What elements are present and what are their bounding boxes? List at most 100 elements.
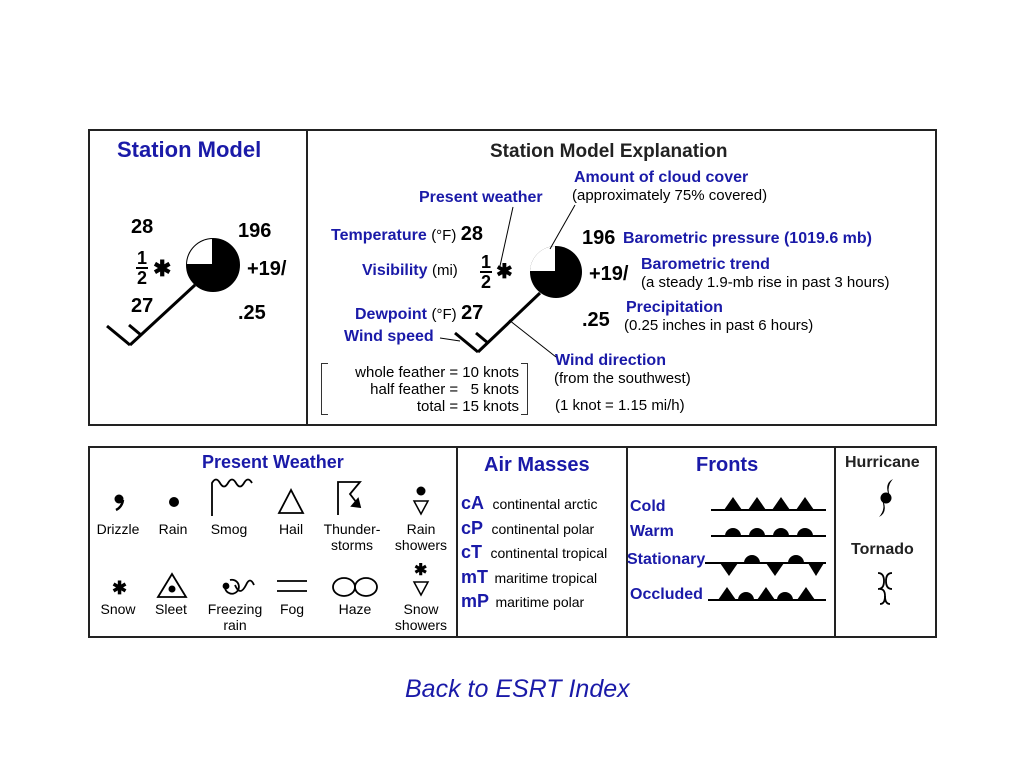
air-mass-code: mP [461,591,490,611]
trend-label: Barometric trend [641,256,770,273]
station-visibility: 1 2 [135,248,149,287]
front-warm-label: Warm [630,523,674,540]
hurricane-label: Hurricane [845,454,920,471]
temperature-value: 28 [460,223,484,245]
snow-showers-flake-icon: ✱ [414,562,428,579]
trend-value: +19/ [589,263,629,285]
air-mass-cT: cT continental tropical [461,543,607,562]
air-mass-name: continental polar [491,521,595,537]
hail-icon [277,488,305,514]
divider-storms [834,446,836,638]
station-model-panel [88,129,937,426]
tornado-icon [877,572,893,605]
haze-icon [332,577,378,597]
panel-divider [306,129,308,426]
temperature-label: Temperature [331,227,427,244]
wind-direction-label: Wind direction [555,352,666,369]
freezing-rain-label: Freezing rain [207,601,263,633]
divider-fronts [626,446,628,638]
rain-showers-label: Rain showers [394,521,448,553]
feather-legend: whole feather = 10 knots half feather = … [321,363,528,415]
stationary-front-icon [705,555,826,576]
smog-icon [211,478,253,516]
warm-front-icon [711,528,826,537]
air-mass-code: cT [461,542,483,562]
snow-icon: ✱ [112,578,128,598]
station-trend: +19/ [247,258,287,280]
dewpoint-label: Dewpoint [355,306,427,323]
visibility-unit: (mi) [431,262,458,279]
air-mass-cA: cA continental arctic [461,494,598,513]
snow-icon: ✱ [496,261,513,283]
snow-showers-label: Snow showers [394,601,448,633]
air-mass-cP: cP continental polar [461,519,594,538]
front-cold-label: Cold [630,498,666,515]
feather-whole: whole feather = 10 knots [355,364,519,381]
snow-label: Snow [100,601,136,617]
air-mass-mT: mT maritime tropical [461,568,597,587]
explanation-visibility-value: 1 2 [479,252,493,291]
thunderstorm-icon [337,481,362,515]
station-pressure: 196 [238,220,272,242]
cloud-cover-note: (approximately 75% covered) [572,187,768,204]
air-mass-code: cA [461,493,485,513]
symbols-panel [88,446,937,638]
visibility-label: Visibility [362,262,428,279]
fronts-title: Fronts [696,454,759,476]
dewpoint-row: Dewpoint (°F) 27 [355,303,483,323]
back-to-esrt-index-link[interactable]: Back to ESRT Index [405,675,630,703]
air-mass-code: cP [461,518,484,538]
rain-icon [169,497,179,507]
dewpoint-unit: (°F) [431,306,457,323]
smog-label: Smog [210,521,248,537]
trend-note: (a steady 1.9-mb rise in past 3 hours) [641,274,890,291]
precip-note: (0.25 inches in past 6 hours) [624,317,814,334]
temperature-unit: (°F) [431,227,457,244]
fog-icon [277,580,307,592]
tornado-label: Tornado [851,541,914,558]
snow-showers-icon [412,581,430,597]
rain-showers-icon [412,486,430,516]
precip-value: .25 [582,309,610,331]
feather-half: half feather = 5 knots [370,381,519,398]
present-weather-label: Present weather [419,189,543,206]
feather-total: total = 15 knots [416,398,519,415]
air-masses-title: Air Masses [484,454,590,476]
air-mass-name: continental tropical [490,545,608,561]
snow-icon: ✱ [153,256,172,281]
temperature-row: Temperature (°F) 28 [331,224,483,244]
explanation-title: Station Model Explanation [490,141,728,162]
station-dewpoint: 27 [131,295,154,317]
air-mass-name: continental arctic [492,496,598,512]
air-mass-mP: mP maritime polar [461,592,584,611]
pressure-label: Barometric pressure (1019.6 mb) [623,230,872,247]
visibility-numerator: 1 [480,252,491,272]
hail-label: Hail [278,521,304,537]
visibility-row: Visibility (mi) [362,263,458,279]
drizzle-icon [114,494,125,512]
front-stationary-label: Stationary [627,551,706,568]
wind-speed-label: Wind speed [344,328,434,345]
sleet-label: Sleet [155,601,187,617]
rain-label: Rain [158,521,188,537]
haze-label: Haze [338,601,372,617]
wind-direction-note: (from the southwest) [554,370,691,387]
sleet-icon [156,572,188,598]
knot-conversion: (1 knot = 1.15 mi/h) [555,397,685,414]
air-mass-code: mT [461,567,488,587]
station-precip: .25 [238,302,266,324]
visibility-numerator: 1 [136,248,147,268]
freezing-rain-icon [222,578,255,595]
air-mass-name: maritime tropical [494,570,598,586]
station-temp: 28 [131,216,154,238]
pressure-value: 196 [582,227,616,249]
dewpoint-value: 27 [461,302,484,324]
present-weather-title: Present Weather [202,452,344,472]
air-mass-name: maritime polar [495,594,585,610]
occluded-front-icon [708,587,826,601]
station-model-title: Station Model [117,137,262,162]
